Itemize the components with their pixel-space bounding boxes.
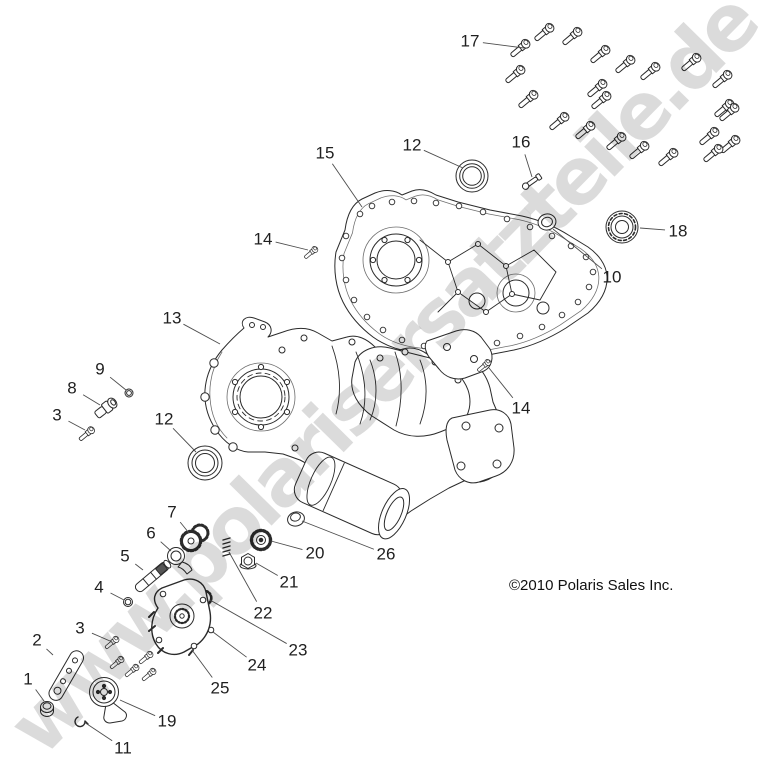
callout-26: 26 — [376, 544, 396, 564]
seal-12-mid — [187, 445, 223, 481]
callout-21: 21 — [279, 572, 299, 592]
callout-17: 17 — [460, 31, 480, 51]
callout-6: 6 — [146, 523, 156, 543]
seal-12-top — [455, 159, 489, 193]
leader-lines — [35, 42, 666, 742]
oring-9 — [124, 388, 134, 398]
crankcase-half-lower — [200, 316, 515, 540]
callout-15: 15 — [315, 143, 335, 163]
bolt-field — [503, 21, 743, 169]
callout-24: 24 — [247, 655, 267, 675]
gear-7 — [179, 523, 210, 553]
nut-21 — [239, 553, 257, 570]
shaft-5 — [134, 559, 172, 593]
callout-13: 13 — [162, 308, 182, 328]
collar-6 — [167, 547, 193, 575]
callout-14: 14 — [253, 229, 273, 249]
callout-3: 3 — [52, 405, 62, 425]
pump-housing-19 — [89, 677, 127, 724]
callout-5: 5 — [120, 546, 130, 566]
callout-19: 19 — [157, 711, 177, 731]
callout-23: 23 — [288, 640, 308, 660]
clip-11 — [74, 716, 89, 728]
sensor-8 — [94, 397, 118, 419]
bevel-gear-20 — [249, 528, 273, 552]
oring-4 — [123, 597, 133, 607]
callout-4: 4 — [94, 577, 104, 597]
fitting-16 — [521, 173, 543, 190]
callout-9: 9 — [95, 359, 105, 379]
nut-1 — [40, 701, 54, 717]
callout-3: 3 — [75, 618, 85, 638]
spring-22 — [222, 537, 231, 557]
callout-7: 7 — [167, 502, 177, 522]
callout-16: 16 — [511, 132, 531, 152]
callout-12: 12 — [402, 135, 422, 155]
bearing-18 — [605, 210, 639, 244]
callout-8: 8 — [67, 378, 77, 398]
callout-1: 1 — [23, 669, 33, 689]
callout-12: 12 — [154, 409, 174, 429]
callout-14: 14 — [511, 398, 531, 418]
pump-cover-25 — [148, 578, 212, 656]
callout-10: 10 — [602, 267, 622, 287]
callout-25: 25 — [210, 678, 230, 698]
plug-10 — [537, 213, 557, 231]
bolt-cluster-3 — [103, 634, 158, 683]
callout-18: 18 — [668, 221, 688, 241]
callout-2: 2 — [32, 630, 42, 650]
link-plate-2 — [48, 650, 84, 701]
crankcase-half-upper — [334, 189, 608, 358]
plug-26 — [287, 511, 305, 527]
bolt-14-left — [302, 244, 320, 261]
callout-20: 20 — [305, 543, 325, 563]
copyright-text: ©2010 Polaris Sales Inc. — [509, 577, 674, 594]
callout-11: 11 — [114, 738, 132, 758]
callout-22: 22 — [253, 603, 273, 623]
